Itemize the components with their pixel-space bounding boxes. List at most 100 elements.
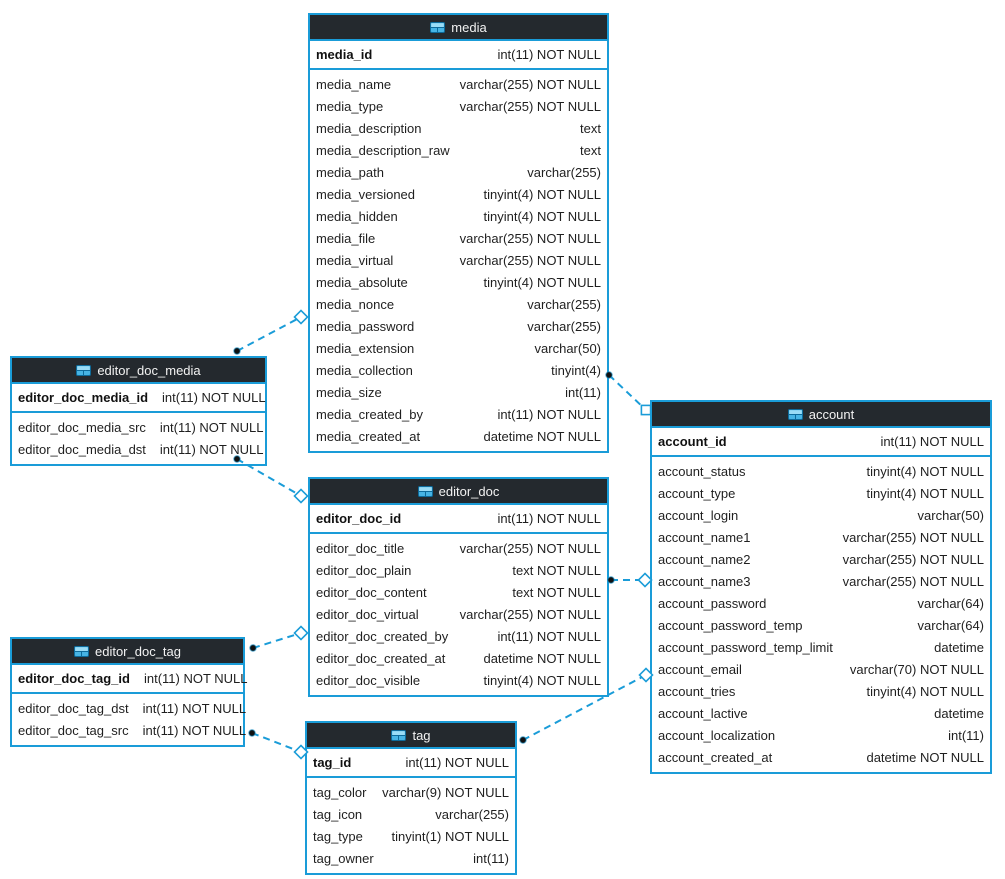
table-editor_doc_media[interactable]: editor_doc_media editor_doc_media_id int(1…	[10, 356, 267, 466]
field-name: account_created_at	[658, 749, 773, 765]
field-type: int(11) NOT NULL	[880, 434, 984, 449]
relation-media-account[interactable]	[605, 371, 652, 416]
field-name: tag_type	[313, 828, 363, 844]
field-type: varchar(255) NOT NULL	[459, 98, 601, 114]
field-name: editor_doc_title	[316, 540, 405, 556]
field-name: media_name	[316, 76, 392, 92]
field-name: media_created_at	[316, 428, 421, 444]
field-type: int(11) NOT NULL	[159, 441, 264, 457]
field-name: editor_doc_plain	[316, 562, 412, 578]
field-name: media_description_raw	[316, 142, 450, 158]
field-type: varchar(255)	[527, 164, 601, 180]
field-type: int(11)	[948, 727, 984, 743]
field-type: tinyint(4) NOT NULL	[483, 208, 601, 224]
field-name: account_password	[658, 595, 767, 611]
table-row: editor_doc_title varchar(255) NOT NULL	[310, 537, 607, 559]
field-name: account_login	[658, 507, 739, 523]
field-name: media_description	[316, 120, 422, 136]
relation-end-diamond-icon	[293, 488, 309, 504]
field-type: varchar(64)	[917, 617, 984, 633]
field-type: varchar(50)	[534, 340, 601, 356]
table-title: account	[808, 406, 855, 422]
relation-start-dot-icon	[248, 729, 256, 737]
field-type: varchar(255) NOT NULL	[459, 540, 601, 556]
table-header-media[interactable]: media	[310, 15, 607, 41]
field-type: int(11) NOT NULL	[159, 419, 264, 435]
field-type: int(11) NOT NULL	[497, 511, 601, 526]
table-editor_doc[interactable]: editor_doc editor_doc_id int(11) NOT NULL e…	[308, 477, 609, 697]
table-row: media_type varchar(255) NOT NULL	[310, 95, 607, 117]
table-title: tag	[412, 727, 431, 743]
field-name: media_password	[316, 318, 415, 334]
table-row: account_name1 varchar(255) NOT NULL	[652, 526, 990, 548]
table-header-tag[interactable]: tag	[307, 723, 515, 749]
field-type: int(11)	[473, 850, 509, 866]
field-type: varchar(255) NOT NULL	[459, 606, 601, 622]
field-type: varchar(255)	[527, 296, 601, 312]
field-name: editor_doc_media_id	[18, 390, 149, 405]
field-type: int(11)	[565, 384, 601, 400]
field-type: varchar(255) NOT NULL	[459, 230, 601, 246]
relation-end-diamond-icon	[293, 625, 309, 641]
field-name: tag_icon	[313, 806, 363, 822]
field-name: media_size	[316, 384, 382, 400]
relation-editor_doc_media-media[interactable]	[233, 309, 309, 355]
field-name: media_nonce	[316, 296, 395, 312]
field-name: account_name3	[658, 573, 751, 589]
field-type: text	[580, 142, 601, 158]
field-type: varchar(255) NOT NULL	[842, 529, 984, 545]
field-type: varchar(70) NOT NULL	[849, 661, 984, 677]
field-name: editor_doc_tag_id	[18, 671, 130, 686]
relation-editor_doc-account[interactable]	[607, 572, 653, 588]
relation-start-dot-icon	[233, 347, 241, 355]
field-name: media_hidden	[316, 208, 398, 224]
field-name: media_type	[316, 98, 384, 114]
field-name: media_absolute	[316, 274, 408, 290]
relation-editor_doc_tag-editor_doc[interactable]	[249, 625, 309, 652]
field-name: account_name2	[658, 551, 751, 567]
table-header-editor_doc_media[interactable]: editor_doc_media	[12, 358, 265, 384]
field-name: media_file	[316, 230, 376, 246]
field-type: tinyint(4)	[551, 362, 601, 378]
table-title: media	[451, 19, 487, 35]
table-row: media_hidden tinyint(4) NOT NULL	[310, 205, 607, 227]
field-name: account_name1	[658, 529, 751, 545]
field-type: int(11) NOT NULL	[497, 47, 601, 62]
field-type: varchar(64)	[917, 595, 984, 611]
table-icon	[787, 408, 803, 420]
table-header-account[interactable]: account	[652, 402, 990, 428]
relation-editor_doc_tag-tag[interactable]	[248, 729, 309, 760]
table-row: media_file varchar(255) NOT NULL	[310, 227, 607, 249]
table-icon	[430, 21, 446, 33]
field-name: editor_doc_virtual	[316, 606, 419, 622]
table-header-editor_doc[interactable]: editor_doc	[310, 479, 607, 505]
table-header-editor_doc_tag[interactable]: editor_doc_tag	[12, 639, 243, 665]
field-name: account_password_temp_limit	[658, 639, 833, 655]
field-type: tinyint(4) NOT NULL	[483, 274, 601, 290]
field-name: editor_doc_id	[316, 511, 402, 526]
table-row: media_nonce varchar(255)	[310, 293, 607, 315]
field-name: tag_color	[313, 784, 367, 800]
field-type: int(11) NOT NULL	[497, 628, 601, 644]
